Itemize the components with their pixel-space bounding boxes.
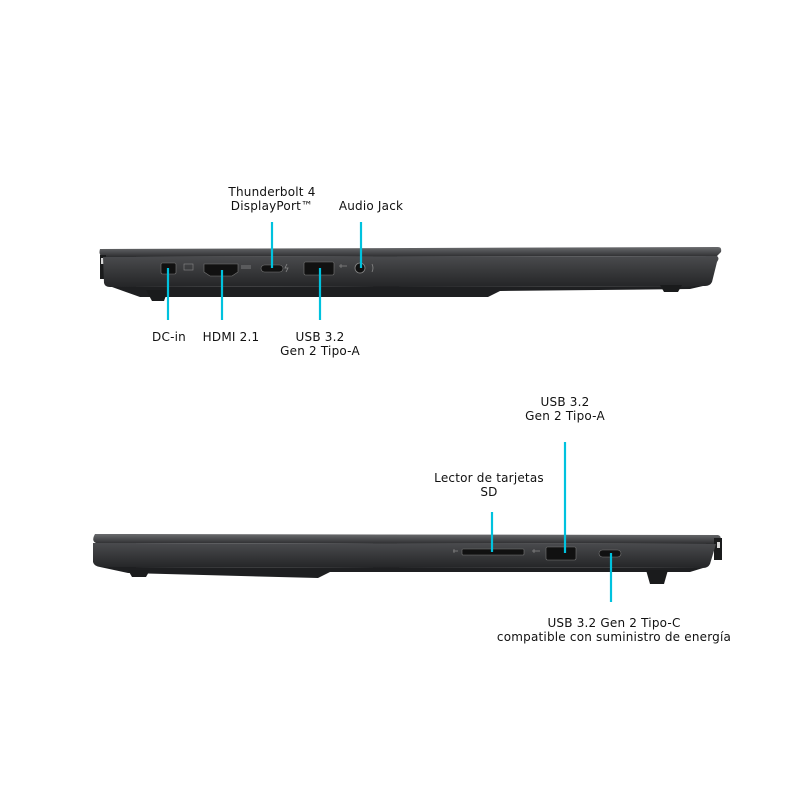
usb-a-port [545, 546, 577, 561]
label-sd-reader: Lector de tarjetas SD [434, 471, 544, 499]
thunderbolt-icon [284, 263, 289, 273]
label-line: Gen 2 Tipo-A [525, 409, 605, 423]
label-audio-jack: Audio Jack [339, 199, 403, 213]
laptop-bottom [112, 286, 703, 297]
label-usb-a-right: USB 3.2 Gen 2 Tipo-A [525, 395, 605, 423]
label-line: USB 3.2 Gen 2 Tipo-C [547, 616, 681, 630]
label-line: Thunderbolt 4 [228, 185, 316, 199]
dc-in-icon [183, 263, 194, 271]
sd-icon [453, 549, 458, 553]
label-line: HDMI 2.1 [202, 330, 260, 344]
laptop-base [103, 256, 719, 287]
label-line: Lector de tarjetas [434, 471, 544, 485]
usb-icon [339, 264, 347, 268]
foot-rear [660, 285, 682, 292]
hinge [714, 538, 722, 560]
label-hdmi: HDMI 2.1 [203, 330, 260, 344]
label-usb-a-left: USB 3.2 Gen 2 Tipo-A [280, 330, 360, 358]
foot-rear [128, 570, 150, 577]
label-line: SD [480, 485, 498, 499]
usb-icon [532, 549, 540, 553]
audio-icon [371, 263, 374, 273]
laptop-bottom [100, 567, 703, 578]
label-line: DisplayPort™ [230, 199, 314, 213]
label-thunderbolt: Thunderbolt 4 DisplayPort™ [228, 185, 315, 213]
label-line: USB 3.2 [295, 330, 345, 344]
laptop-left-side [99, 222, 722, 320]
label-dc-in: DC-in [152, 330, 186, 344]
label-line: Audio Jack [338, 199, 404, 213]
laptop-lid [93, 534, 721, 544]
hinge-highlight [717, 542, 720, 548]
hdmi-icon [241, 265, 251, 269]
laptop-lid [99, 247, 722, 257]
label-usb-c: USB 3.2 Gen 2 Tipo-C compatible con sumi… [497, 616, 731, 644]
label-line: USB 3.2 [540, 395, 590, 409]
label-line: Gen 2 Tipo-A [280, 344, 360, 358]
hinge-highlight [101, 258, 104, 264]
laptop-right-side [93, 442, 722, 602]
laptop-base [93, 543, 716, 568]
foot-front [646, 570, 668, 584]
label-line: DC-in [152, 330, 186, 344]
hinge [100, 255, 106, 279]
foot-front [146, 290, 168, 301]
label-line: compatible con suministro de energía [496, 630, 732, 644]
